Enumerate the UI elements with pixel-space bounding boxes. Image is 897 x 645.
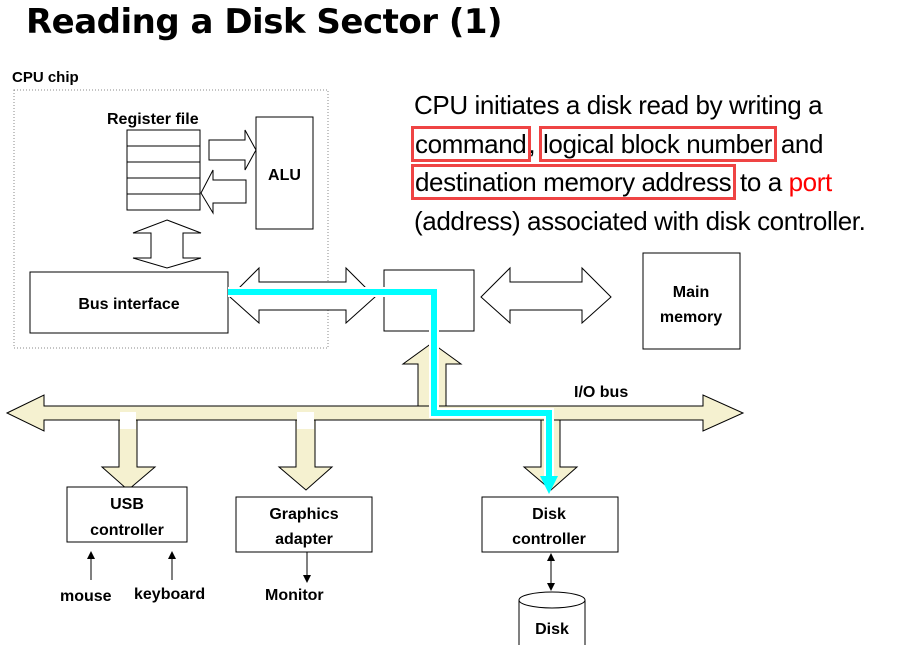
usb-controller-label-line1: USB [110,496,144,513]
slide-description: CPU initiates a disk read by writing a c… [410,86,897,240]
register-file [126,129,201,211]
main-memory-box [642,252,741,350]
desc-text: CPU initiates a disk read by writing a [414,90,823,120]
register-file-label: Register file [107,111,199,128]
main-memory-label-line1: Main [673,284,709,301]
disk-controller-box [481,496,619,553]
bus-interface-box [29,271,229,334]
bus-interface-label: Bus interface [78,296,179,313]
cpu-chip-label: CPU chip [12,69,79,86]
keyboard-label: keyboard [134,586,205,603]
io-bus-label: I/O bus [574,384,628,401]
desc-text: (address) associated with disk controlle… [414,205,866,236]
highlight-command: command [410,125,532,162]
highlight-logical-block-number: logical block number [539,125,778,162]
monitor-label: Monitor [265,587,324,604]
usb-branch-arrow [100,419,157,491]
graphics-adapter-label-line1: Graphics [269,506,338,523]
usb-controller-box [66,486,188,543]
desc-text: and [774,128,824,159]
main-memory-label-line2: memory [660,309,722,326]
disk-controller-label-line1: Disk [532,506,566,523]
desc-text: to a [733,167,789,197]
disk-controller-label-line2: controller [512,531,586,548]
desc-text: , [528,128,543,159]
mouse-label: mouse [60,588,112,605]
port-word: port [788,167,833,197]
disk-cylinder [518,591,586,645]
highlight-destination-memory-address: destination memory address [410,164,737,200]
memory-bus-arrow [480,266,612,325]
slide-title: Reading a Disk Sector (1) [26,2,503,42]
alu-label: ALU [268,167,301,184]
io-bus [5,394,745,432]
register-bus-interface-arrow [132,219,202,269]
graphics-adapter-box [235,496,373,553]
cpu-chip-boundary [13,89,329,349]
graphics-branch-arrow [277,419,334,491]
usb-controller-label-line2: controller [90,522,164,539]
alu-to-register-arrow [200,169,247,215]
graphics-adapter-label-line2: adapter [275,531,333,548]
alu-box [255,116,314,230]
data-path [228,289,552,478]
graphics-branch-joint [297,412,314,429]
disk-label: Disk [535,621,569,638]
data-path-arrowhead [540,476,558,494]
usb-branch-joint [120,412,136,429]
register-to-alu-arrow [208,129,257,171]
